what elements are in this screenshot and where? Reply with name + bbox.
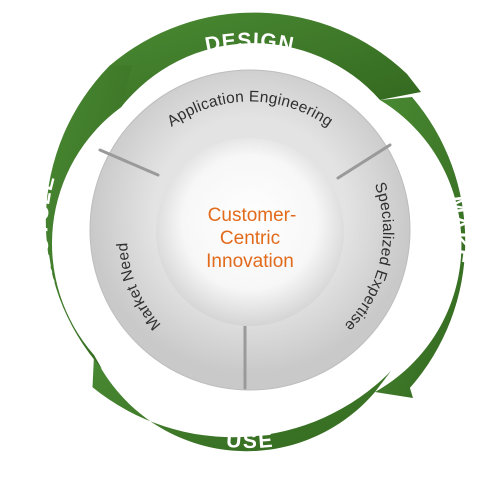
center-title-line-1: Customer- [208,205,297,226]
center-hub [156,138,344,326]
divider-right [336,143,392,180]
ring-label-design: DESIGN [203,29,297,57]
ring-segment-recycle [45,65,133,369]
divider-left [98,148,160,177]
cycle-ring [45,12,466,452]
segment-dividers [98,143,392,390]
ring-segment-use [92,355,391,452]
ring-segment-make [375,97,466,398]
ring-label-use: USE [225,429,274,453]
center-title: Customer- Centric Innovation [206,205,296,272]
ring-label-recycle: RECYCLE [29,172,59,288]
center-title-line-3: Innovation [206,251,294,272]
center-title-line-2: Centric [220,228,280,249]
ring-label-make: MAKE [445,195,471,266]
ring-segment-design [109,12,422,108]
